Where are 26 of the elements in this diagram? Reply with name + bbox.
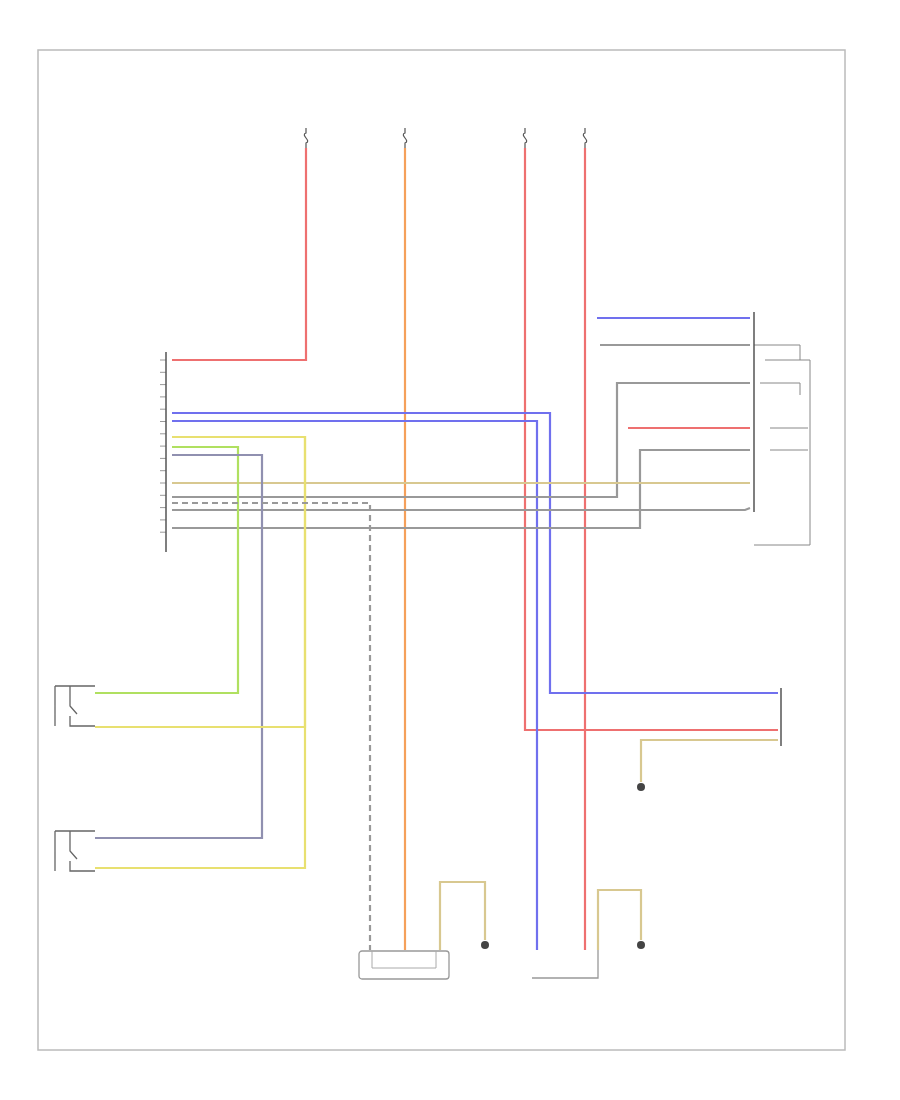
wire — [172, 448, 750, 530]
ground-symbol — [480, 940, 490, 950]
wire — [172, 419, 539, 950]
wire — [95, 453, 264, 840]
wire — [95, 435, 307, 729]
wire — [523, 148, 778, 732]
ground-symbol — [636, 940, 646, 950]
wire — [438, 880, 487, 950]
wire — [600, 343, 750, 347]
wire — [172, 501, 372, 950]
wire — [172, 411, 778, 695]
wire — [628, 426, 750, 430]
wire — [172, 148, 308, 362]
wire — [596, 888, 643, 950]
wire — [403, 148, 407, 950]
component-box — [358, 950, 450, 980]
connector-bar — [750, 312, 758, 512]
ground-symbol — [636, 782, 646, 792]
wire — [597, 316, 750, 320]
connector-pin-column — [778, 688, 784, 746]
wire — [95, 445, 240, 695]
wire — [172, 481, 750, 485]
wire — [583, 148, 587, 950]
wire — [172, 506, 751, 512]
wire — [172, 381, 750, 499]
wire — [639, 738, 778, 782]
